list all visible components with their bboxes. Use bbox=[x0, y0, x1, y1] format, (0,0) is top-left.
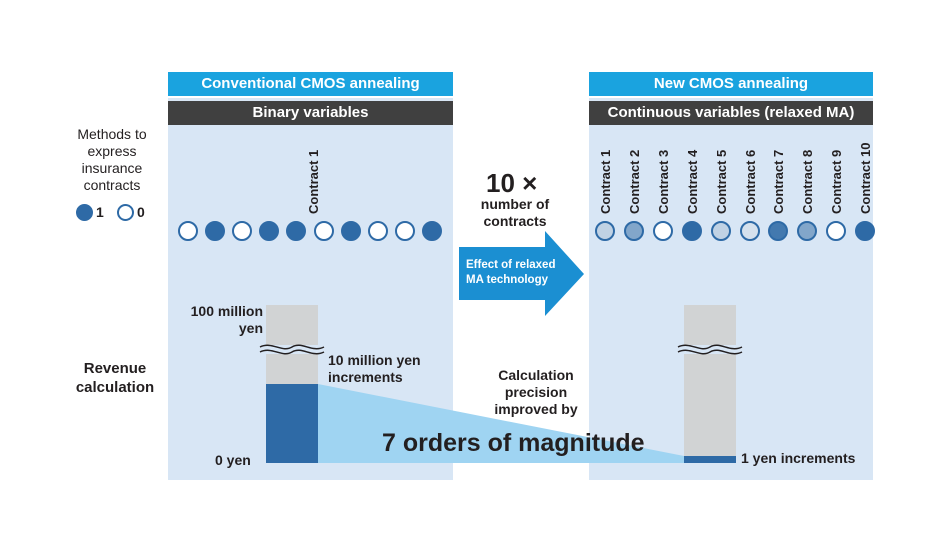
right-break-mark bbox=[676, 344, 744, 355]
revenue-calculation-label: Revenue calculation bbox=[75, 360, 155, 396]
binary-dot bbox=[313, 221, 334, 241]
contract-label: Contract 7 bbox=[771, 149, 787, 214]
methods-label: Methods to express insurance contracts bbox=[77, 126, 147, 193]
binary-dot bbox=[232, 221, 253, 241]
ten-million-increments-label: 10 million yen increments bbox=[328, 352, 421, 385]
precision-label: Calculation precision improved by bbox=[494, 367, 578, 417]
relaxed-ma-arrow bbox=[459, 231, 584, 316]
binary-variables-header: Binary variables bbox=[168, 101, 453, 125]
left-break-mark bbox=[258, 344, 326, 355]
binary-dot bbox=[421, 221, 442, 241]
number-of-contracts-label: number of contracts bbox=[480, 196, 550, 229]
new-cmos-title: New CMOS annealing bbox=[589, 72, 873, 96]
contract-label: Contract 4 bbox=[684, 149, 700, 214]
contract-label: Contract 1 bbox=[598, 149, 613, 214]
continuous-dot bbox=[826, 221, 847, 241]
continuous-dot bbox=[855, 221, 876, 241]
binary-dot bbox=[178, 221, 198, 241]
ten-times-label: 10 × bbox=[486, 168, 538, 198]
continuous-dot bbox=[652, 221, 673, 241]
binary-dot bbox=[286, 221, 307, 241]
continuous-dot bbox=[797, 221, 818, 241]
seven-orders-label: 7 orders of magnitude bbox=[382, 429, 645, 457]
contract-label: Contract 6 bbox=[742, 149, 758, 214]
left-increment-bar bbox=[266, 384, 318, 463]
scale-top-label: 100 million yen bbox=[190, 303, 263, 336]
binary-dot bbox=[340, 221, 361, 241]
binary-dot bbox=[394, 221, 415, 241]
binary-dot bbox=[367, 221, 388, 241]
left-contract-label: Contract 1 bbox=[306, 149, 321, 214]
binary-dot bbox=[205, 221, 226, 241]
arrow-label: Effect of relaxed MA technology bbox=[466, 259, 556, 286]
right-scale-bar bbox=[684, 305, 736, 463]
contract-label: Contract 3 bbox=[655, 149, 671, 214]
continuous-dot bbox=[768, 221, 789, 241]
continuous-dot bbox=[623, 221, 644, 241]
continuous-dot bbox=[595, 221, 615, 241]
contract-label: Contract 10 bbox=[858, 142, 874, 214]
legend-empty-dot bbox=[117, 204, 134, 221]
legend-filled-label: 1 bbox=[96, 204, 104, 220]
continuous-variables-header: Continuous variables (relaxed MA) bbox=[589, 101, 873, 125]
contract-label: Contract 9 bbox=[829, 149, 845, 214]
continuous-dot bbox=[739, 221, 760, 241]
one-yen-increments-label: 1 yen increments bbox=[741, 450, 856, 466]
conventional-title: Conventional CMOS annealing bbox=[168, 72, 453, 96]
contract-label: Contract 8 bbox=[800, 149, 816, 214]
legend-filled-dot bbox=[76, 204, 93, 221]
legend-empty-label: 0 bbox=[137, 204, 145, 220]
contract-label: Contract 5 bbox=[713, 149, 729, 214]
continuous-dot bbox=[681, 221, 702, 241]
right-increment-bar bbox=[684, 456, 736, 463]
binary-dot bbox=[259, 221, 280, 241]
zero-yen-label: 0 yen bbox=[215, 452, 251, 468]
continuous-dot bbox=[710, 221, 731, 241]
contract-label: Contract 2 bbox=[626, 149, 642, 214]
